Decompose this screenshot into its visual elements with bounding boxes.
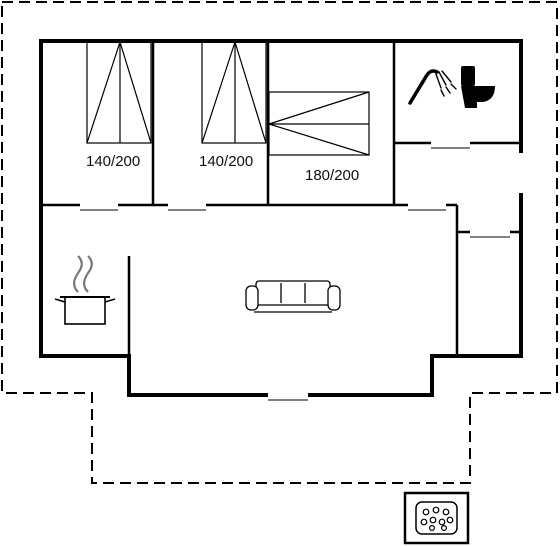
bed-2 [201,41,267,144]
door-frame-lines [80,147,510,401]
door-bedroom-3 [408,201,446,210]
outer-walls [39,39,523,397]
toilet-icon [461,66,495,108]
bed-size-label-3: 180/200 [305,167,359,184]
bed-size-label-1: 140/200 [86,153,140,170]
door-bedroom-1 [80,201,118,210]
bed-1 [86,41,152,144]
bed-size-label-2: 140/200 [199,153,253,170]
door-bedroom-2 [168,201,206,210]
shower-icon [408,69,457,105]
door-side-room [470,228,510,237]
interior-walls [41,41,521,356]
hot-tub-icon [403,491,470,545]
sofa-icon [245,280,341,313]
bed-3 [268,91,370,156]
door-side-east [516,153,526,193]
door-openings [80,139,526,400]
terrace-outline [1,1,558,484]
door-entrance [268,390,308,400]
door-bathroom [431,139,470,148]
cooking-pot-icon [54,255,116,325]
